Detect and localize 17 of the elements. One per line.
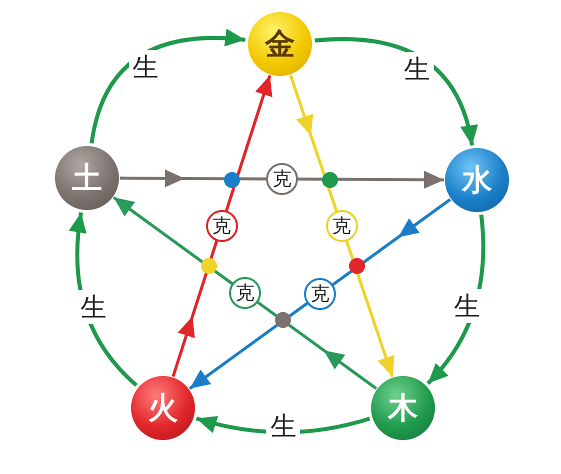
edge-label: 克 xyxy=(266,163,298,195)
arrow xyxy=(314,37,478,146)
edge-label: 克 xyxy=(229,277,261,309)
element-circle: 金 xyxy=(248,12,312,76)
edge-label: 克 xyxy=(206,210,238,242)
arrow xyxy=(112,196,378,390)
arrow xyxy=(120,170,444,188)
element-circle: 水 xyxy=(445,148,509,212)
edge-label: 克 xyxy=(304,278,336,310)
arrow xyxy=(172,74,272,378)
arrow xyxy=(188,198,452,390)
arrow xyxy=(289,74,394,378)
arrow xyxy=(90,29,246,144)
element-circle: 土 xyxy=(55,146,119,210)
element-circle: 火 xyxy=(131,376,195,440)
edge-label: 克 xyxy=(326,210,358,242)
element-circle: 木 xyxy=(371,376,435,440)
